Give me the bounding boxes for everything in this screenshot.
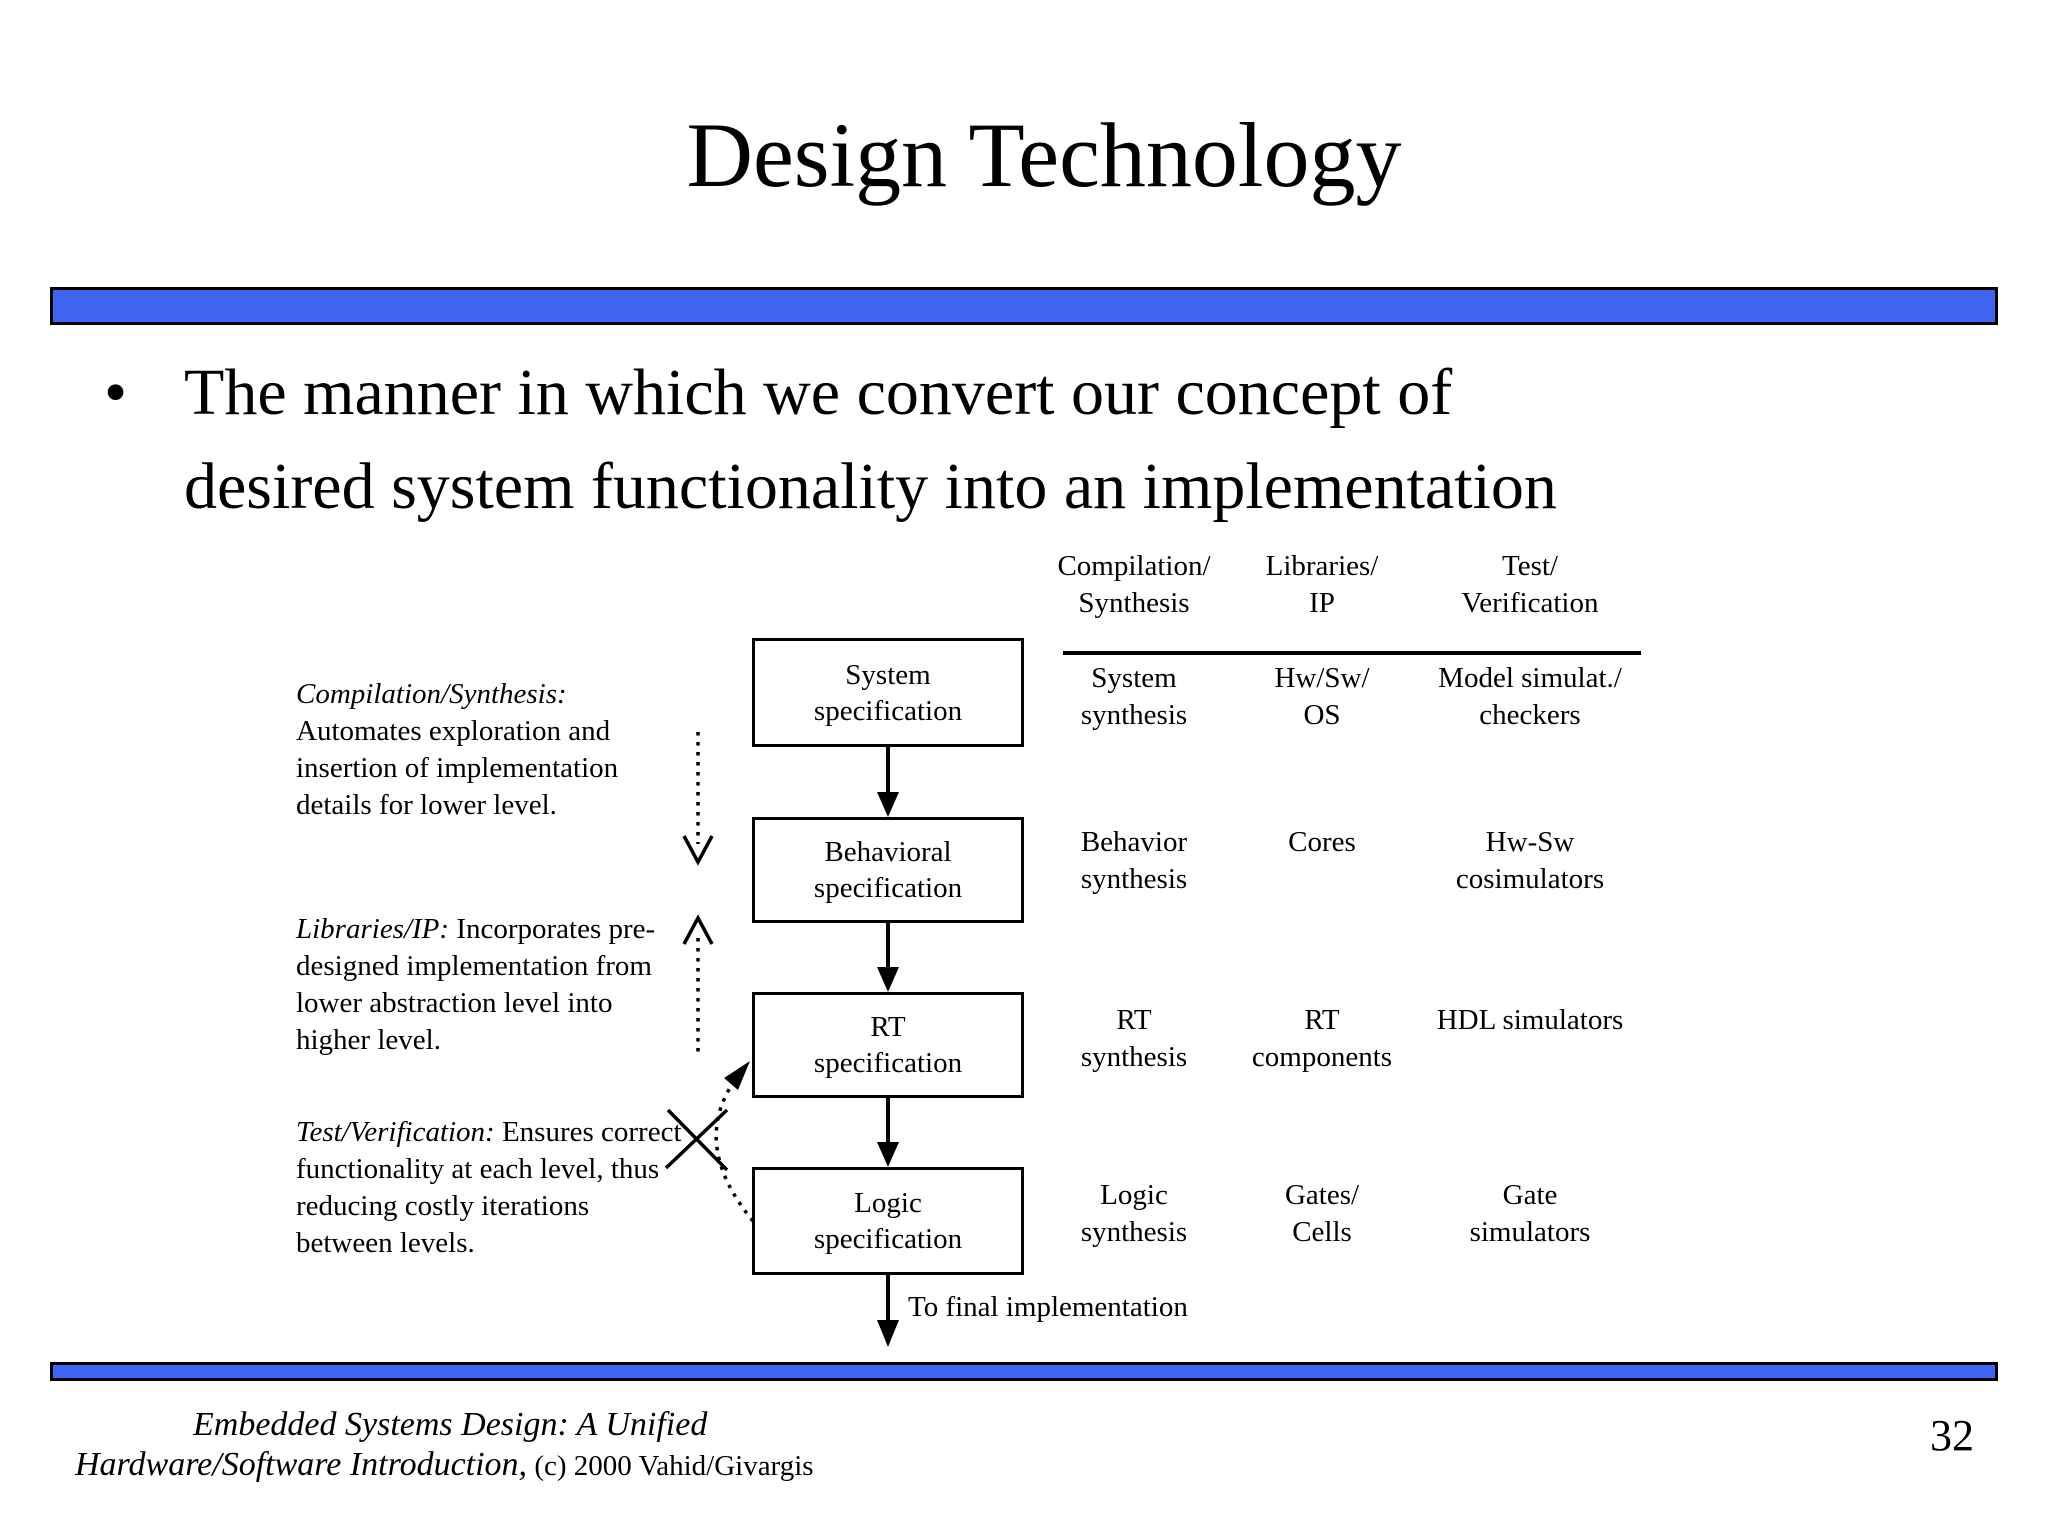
table-cell-behavior-synthesis: Behavior synthesis — [1080, 826, 1188, 895]
dotted-iteration-arc-verification — [714, 1061, 755, 1223]
box-system-specification: System specification — [752, 638, 1024, 747]
page-number: 32 — [1930, 1411, 1974, 1460]
footer-copyright: (c) 2000 Vahid/Givargis — [527, 1450, 814, 1482]
table-cell-system-synthesis: System synthesis — [1080, 662, 1188, 731]
dotted-up-arrow-libraries — [682, 914, 714, 1052]
top-rule-bar — [50, 287, 1998, 325]
footer-title-italic: Hardware/Software Introduction, — [75, 1446, 528, 1483]
annotation-term: Libraries/IP: — [296, 913, 450, 945]
final-implementation-label: To final implementation — [908, 1291, 1188, 1323]
bullet-line-2: desired system functionality into an imp… — [184, 450, 1557, 523]
table-header-test-verification: Test/ Verification — [1461, 550, 1599, 619]
bullet-marker: • — [104, 356, 128, 429]
page-title: Design Technology — [686, 104, 1402, 206]
table-cell-gate-simulators: Gate simulators — [1469, 1179, 1591, 1248]
table-cell-hdl-simulators: HDL simulators — [1436, 1004, 1624, 1036]
table-cell-gates-cells: Gates/ Cells — [1284, 1179, 1360, 1248]
footer-book-title-line2: Hardware/Software Introduction, (c) 2000… — [75, 1446, 814, 1484]
table-cell-model-simulators-checkers: Model simulat./ checkers — [1438, 662, 1622, 731]
bottom-rule-bar — [50, 1362, 1998, 1381]
table-cell-hwsw-os: Hw/Sw/ OS — [1274, 662, 1370, 731]
footer-book-title-line1: Embedded Systems Design: A Unified — [193, 1406, 708, 1443]
box-rt-specification: RT specification — [752, 992, 1024, 1098]
table-cell-rt-components: RT components — [1251, 1004, 1393, 1073]
table-cell-cores: Cores — [1288, 826, 1356, 858]
bullet-line-1: The manner in which we convert our conce… — [184, 356, 1453, 429]
bullet-text: The manner in which we convert our conce… — [184, 346, 1557, 534]
annotation-term: Compilation/Synthesis: — [296, 678, 567, 710]
table-cell-hwsw-cosimulators: Hw-Sw cosimulators — [1455, 826, 1605, 895]
box-behavioral-specification: Behavioral specification — [752, 817, 1024, 923]
table-header-compilation-synthesis: Compilation/ Synthesis — [1057, 550, 1211, 619]
table-cell-rt-synthesis: RT synthesis — [1080, 1004, 1188, 1073]
annotation-compilation-synthesis: Compilation/Synthesis: Automates explora… — [296, 678, 619, 821]
flow-arrow-rt-to-logic — [877, 1095, 899, 1167]
box-logic-specification: Logic specification — [752, 1167, 1024, 1275]
annotation-term: Test/Verification: — [296, 1116, 495, 1148]
annotation-test-verification: Test/Verification: Ensures correct funct… — [296, 1116, 682, 1259]
flow-arrow-to-final-implementation — [877, 1272, 899, 1347]
table-header-libraries-ip: Libraries/ IP — [1265, 550, 1379, 619]
flow-arrow-behavioral-to-rt — [877, 920, 899, 992]
table-cell-logic-synthesis: Logic synthesis — [1080, 1179, 1188, 1248]
dotted-down-arrow-synthesis — [682, 732, 714, 866]
annotation-libraries-ip: Libraries/IP: Incorporates pre- designed… — [296, 913, 656, 1056]
flow-arrow-system-to-behavioral — [877, 745, 899, 817]
